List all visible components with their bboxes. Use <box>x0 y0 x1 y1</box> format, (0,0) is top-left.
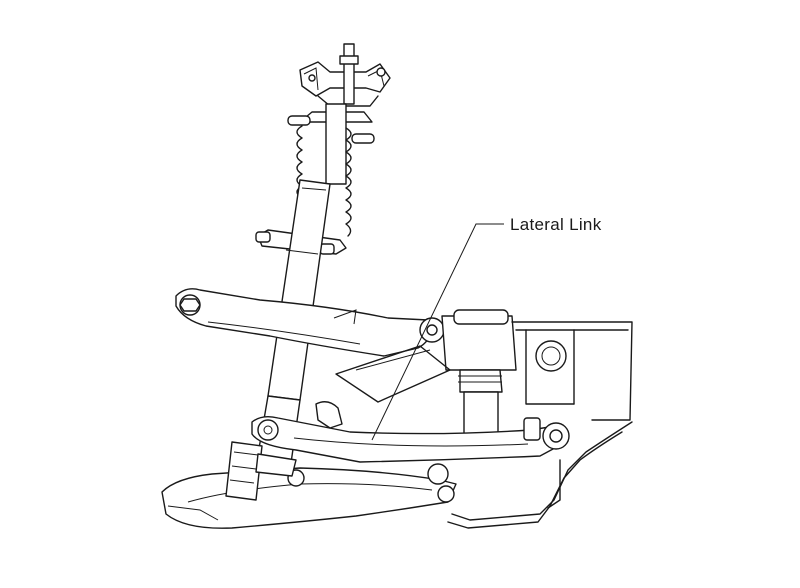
hub-knuckle <box>225 401 343 501</box>
subframe <box>511 321 633 421</box>
callout-lateral-link: Lateral Link <box>371 215 602 441</box>
center-mount <box>335 309 517 437</box>
strut-assembly <box>255 103 375 471</box>
lateral-link <box>251 415 570 463</box>
stabilizer-bar <box>447 417 633 529</box>
callout-label-lateral-link: Lateral Link <box>510 215 602 234</box>
strut-top-mount <box>299 43 391 107</box>
callout-leader-line <box>371 223 504 441</box>
lower-control-arm <box>161 463 457 529</box>
